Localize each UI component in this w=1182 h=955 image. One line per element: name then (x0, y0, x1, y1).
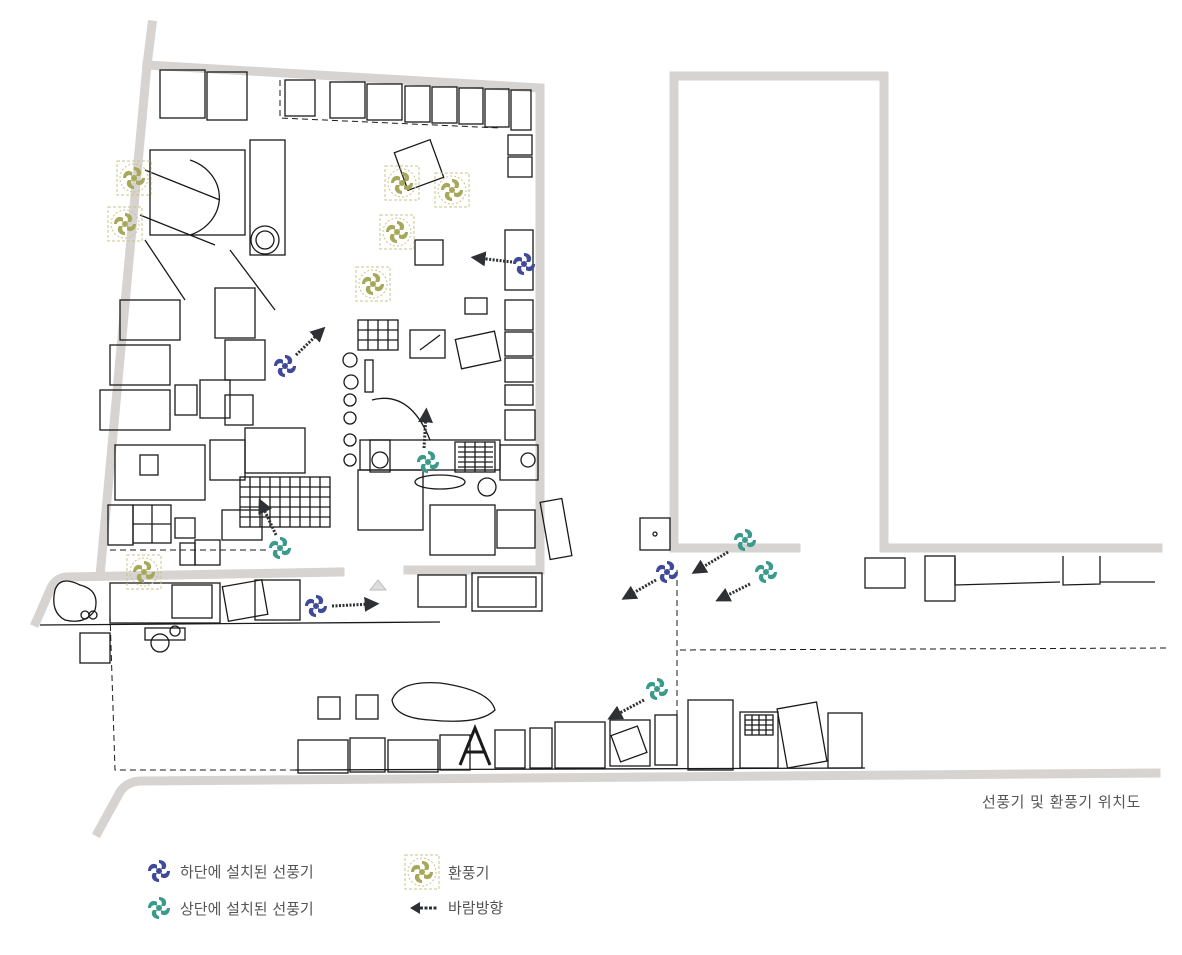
diagram-caption: 선풍기 및 환풍기 위치도 (982, 793, 1141, 811)
legend-item-fan-high: 상단에 설치된 선풍기 (146, 895, 314, 921)
fan-low-icon (148, 860, 170, 882)
legend-item-wind-direction: 바람방향 (410, 897, 503, 918)
legend-item-fan-low: 하단에 설치된 선풍기 (146, 858, 314, 884)
wind-direction-arrow-icon (410, 901, 438, 914)
legend-label: 상단에 설치된 선풍기 (180, 899, 314, 918)
legend-item-ventilator: 환풍기 (404, 854, 489, 890)
furniture-sketch (39, 69, 1169, 774)
ventilator-markers (108, 161, 469, 589)
legend-label: 바람방향 (448, 899, 504, 917)
fan-high-icon (148, 897, 170, 919)
legend-label: 환풍기 (448, 863, 490, 882)
fan-low-markers (274, 253, 678, 617)
legend-label: 하단에 설치된 선풍기 (180, 862, 314, 881)
wind-arrows (258, 251, 751, 720)
ventilator-icon (404, 854, 440, 890)
fan-high-markers (269, 451, 777, 700)
walls (30, 19, 1163, 839)
